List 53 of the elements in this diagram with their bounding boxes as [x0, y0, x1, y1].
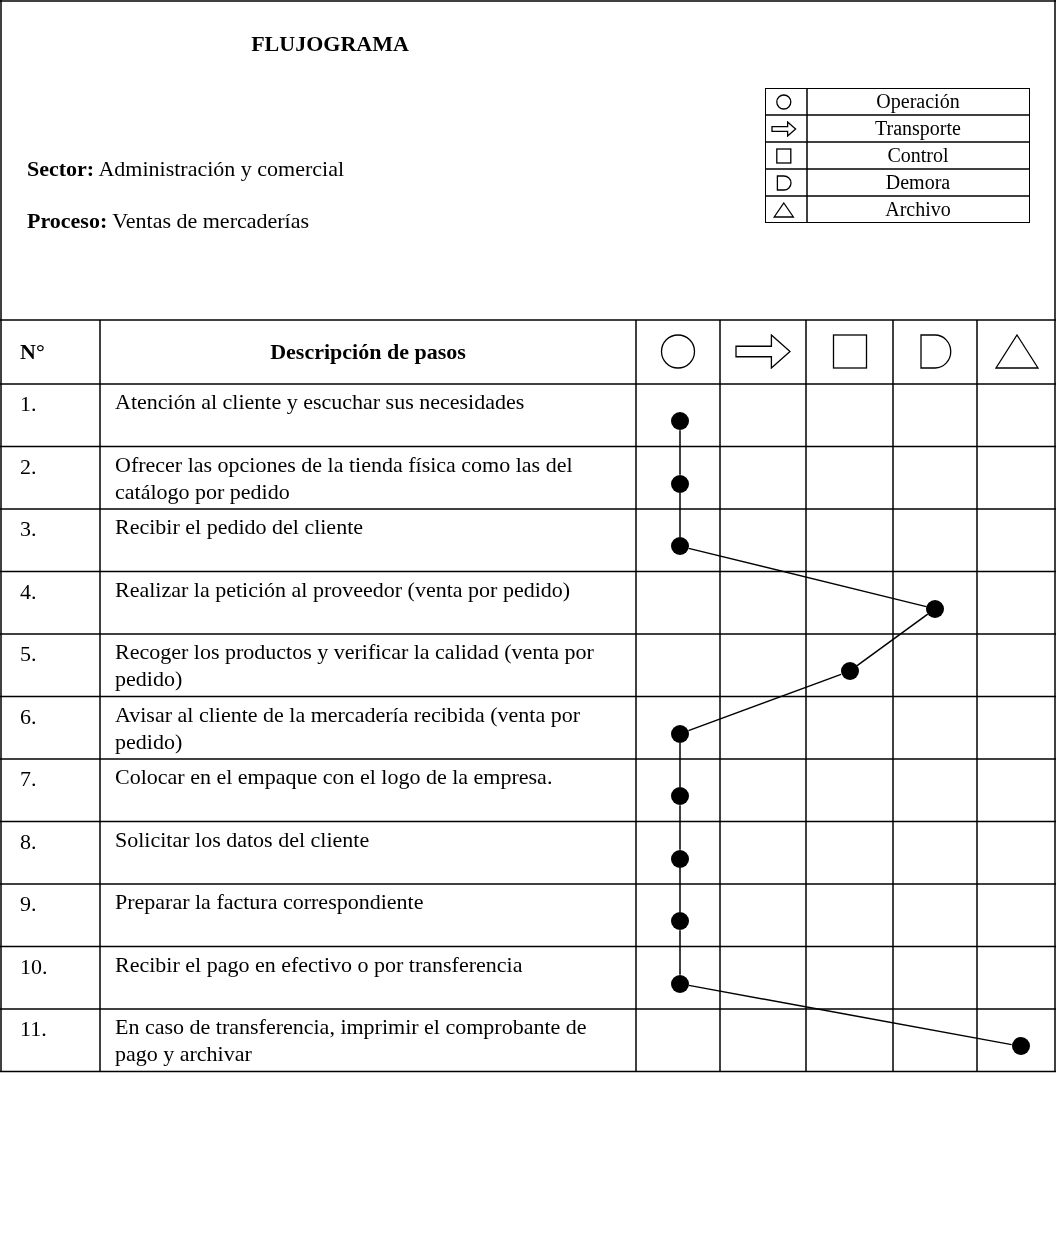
step-dot [840, 662, 859, 681]
step-dot [671, 787, 689, 806]
step-dot [671, 724, 689, 743]
connector-line [688, 547, 927, 608]
step-description: Recoger los productos y verificar la calidad (venta por pedido) [115, 638, 595, 692]
step-dot [671, 849, 689, 868]
step-dot [671, 412, 689, 431]
connector-line [679, 804, 681, 851]
step-dot [671, 974, 689, 993]
step-description: Ofrecer las opciones de la tienda física como las del catálogo por pedido [115, 450, 574, 505]
step-number: 5. [20, 640, 38, 667]
step-dot [671, 537, 689, 556]
step-number: 7. [20, 765, 38, 792]
legend-text: Transporte [874, 116, 962, 142]
connector-line [679, 867, 681, 913]
step-number: 9. [20, 890, 38, 917]
title: FLUJOGRAMA [250, 30, 410, 57]
step-number: 1. [20, 390, 38, 417]
step-dot [671, 474, 689, 493]
step-dot [1011, 1037, 1030, 1056]
step-description: Realizar la petición al proveedor (venta por pedido) [115, 575, 572, 603]
connector-line [856, 613, 929, 667]
step-description: Colocar en el empaque con el logo de la empresa. [115, 763, 554, 790]
step-number: 11. [20, 1015, 48, 1042]
connector-line [679, 492, 681, 538]
step-dot [926, 599, 944, 618]
step-number: 2. [20, 452, 38, 480]
step-description: Recibir el pedido del cliente [115, 513, 364, 540]
step-description: Preparar la factura correspondiente [115, 888, 425, 915]
step-description: Solicitar los datos del cliente [115, 825, 371, 853]
step-description: Atención al cliente y escuchar sus necesidades [115, 388, 526, 415]
legend-text: Operación [875, 89, 961, 115]
connector-line [679, 929, 681, 976]
step-number: 10. [20, 952, 49, 980]
legend-text: Control [886, 143, 950, 168]
connector-line [687, 673, 842, 732]
legend-text: Demora [884, 170, 952, 195]
column-heading: Descripción de pasos [269, 338, 467, 365]
step-number: 6. [20, 702, 38, 730]
connector-line [688, 984, 1013, 1046]
step-description: Recibir el pago en efectivo o por transferencia [115, 950, 524, 978]
connector-line [679, 742, 681, 788]
connector-line [679, 429, 681, 476]
step-description: Avisar al cliente de la mercadería recibida (venta por pedido) [115, 700, 581, 755]
step-number: 3. [20, 515, 38, 542]
step-description: En caso de transferencia, imprimir el comprobante de pago y archivar [115, 1013, 588, 1067]
column-heading: N° [20, 338, 46, 365]
header-text: Sector: Administración y comercial [27, 155, 346, 182]
step-number: 4. [20, 577, 38, 605]
step-dot [671, 912, 689, 931]
header-text: Proceso: Ventas de mercaderías [27, 207, 310, 234]
step-number: 8. [20, 827, 38, 855]
legend-text: Archivo [884, 197, 952, 222]
